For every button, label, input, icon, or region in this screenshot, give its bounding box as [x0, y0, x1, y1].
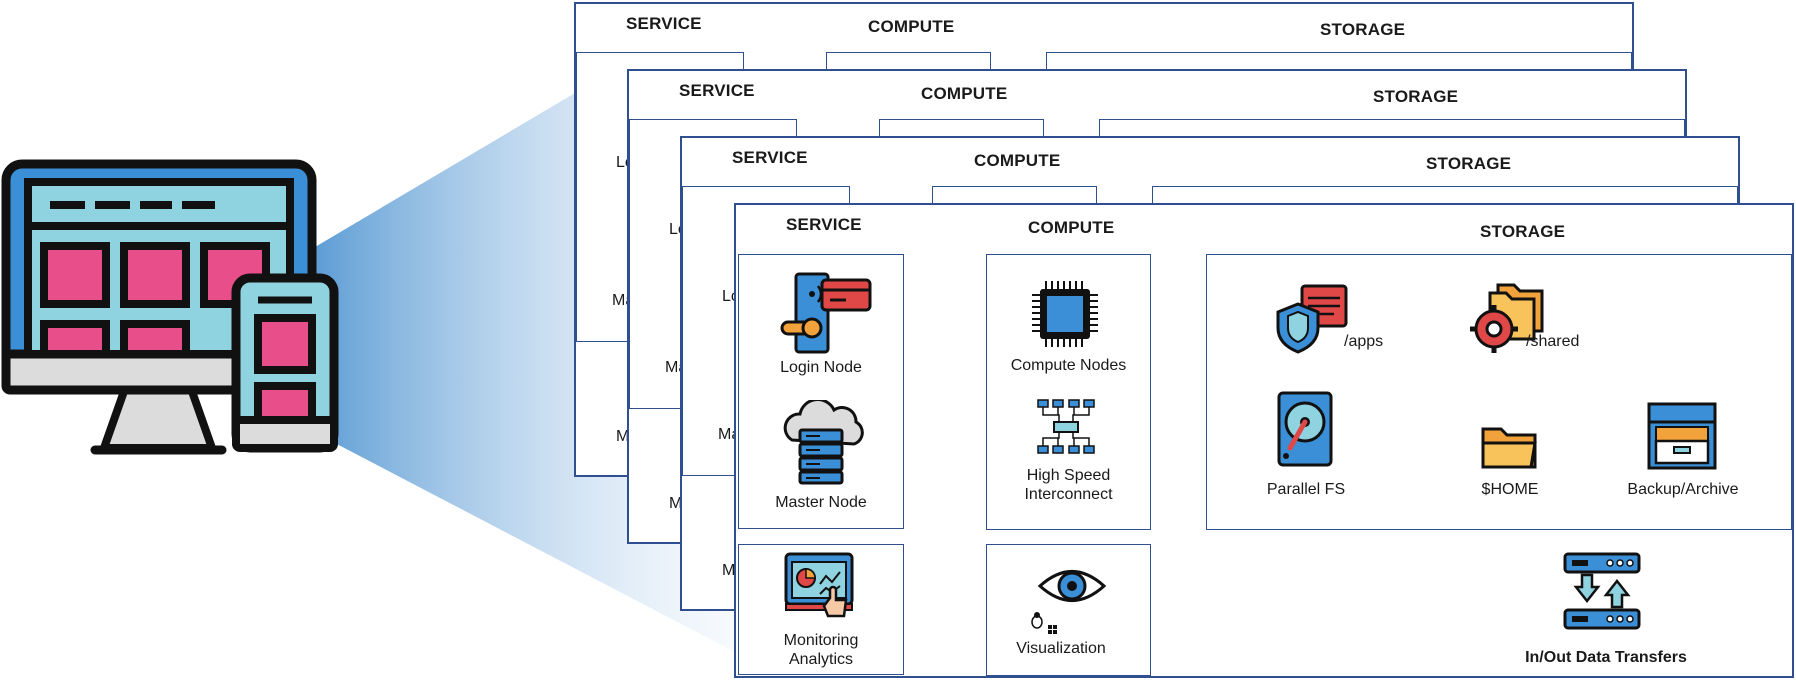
shield-document-icon: [1276, 284, 1348, 354]
eye-icon: [1037, 570, 1107, 602]
network-interconnect-icon: [1037, 399, 1095, 454]
storage-header: STORAGE: [1373, 87, 1459, 106]
service-header: SERVICE: [786, 215, 862, 234]
dashboard-analytics-icon: [784, 552, 854, 618]
folder-icon: [1481, 427, 1537, 469]
compute-nodes-label: Compute Nodes: [1010, 357, 1127, 374]
desktop-mobile-icon: [1, 159, 339, 455]
service-header: SERVICE: [626, 14, 702, 33]
monitoring-fragment: M: [616, 428, 630, 445]
monitoring-label-line2: Analytics: [788, 651, 854, 668]
service-header: SERVICE: [732, 148, 808, 167]
backup-archive-label: Backup/Archive: [1627, 481, 1739, 498]
compute-header: COMPUTE: [921, 84, 1008, 103]
hard-drive-icon: [1277, 391, 1333, 467]
interconnect-label-line1: High Speed: [1026, 467, 1111, 484]
data-transfers-label: In/Out Data Transfers: [1525, 649, 1687, 666]
storage-header: STORAGE: [1426, 154, 1512, 173]
master-node-label: Master Node: [775, 494, 867, 511]
shared-label: /shared: [1526, 333, 1580, 350]
compute-header: COMPUTE: [1028, 218, 1115, 237]
service-header: SERVICE: [679, 81, 755, 100]
cluster-panel-front: SERVICE COMPUTE STORAGE Login Node: [734, 203, 1794, 678]
interconnect-label-line2: Interconnect: [1024, 486, 1113, 503]
parallel-fs-label: Parallel FS: [1266, 481, 1346, 498]
storage-header: STORAGE: [1480, 222, 1566, 241]
data-transfer-icon: [1563, 552, 1641, 630]
compute-header: COMPUTE: [868, 17, 955, 36]
windows-icon: [1048, 625, 1057, 634]
compute-header: COMPUTE: [974, 151, 1061, 170]
door-lock-icon: [780, 272, 872, 354]
visualization-box: [986, 544, 1151, 676]
visualization-label: Visualization: [1016, 640, 1106, 657]
gear-folder-icon: [1470, 283, 1544, 353]
home-label: $HOME: [1481, 481, 1539, 498]
linux-icon: [1031, 612, 1043, 629]
storage-header: STORAGE: [1320, 20, 1406, 39]
apps-label: /apps: [1344, 333, 1384, 350]
monitoring-fragment: M: [722, 562, 736, 579]
login-node-label: Login Node: [780, 359, 862, 376]
archive-box-icon: [1647, 402, 1717, 470]
monitoring-label-line1: Monitoring: [783, 632, 859, 649]
monitoring-fragment: M: [669, 495, 683, 512]
cloud-server-icon: [783, 400, 864, 485]
cpu-chip-icon: [1032, 281, 1098, 347]
